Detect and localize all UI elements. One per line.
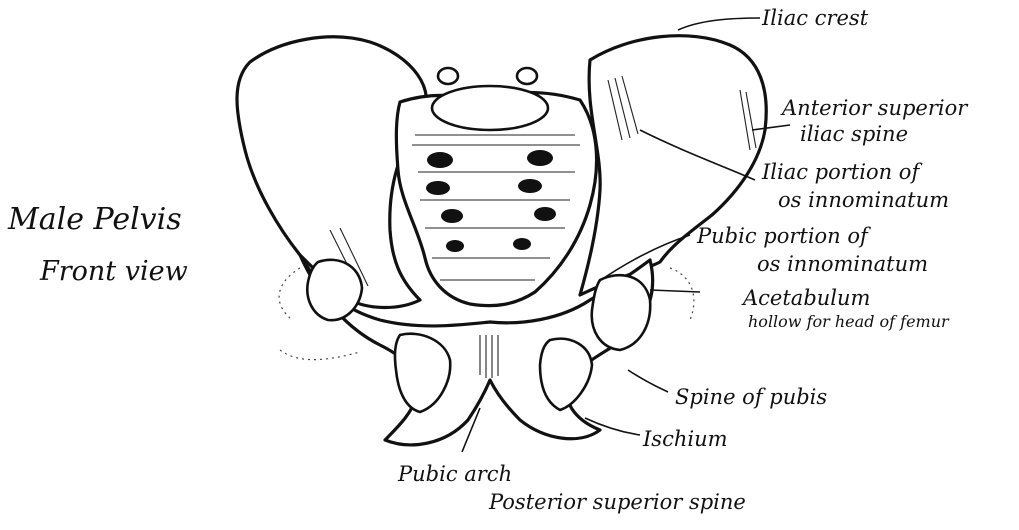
right-obturator-foramen (540, 339, 592, 410)
sacral-foramen-l1 (427, 152, 453, 168)
sacral-foramen-l2 (426, 181, 450, 195)
leader-spine-of-pubis (628, 370, 668, 392)
right-acetabulum (592, 275, 650, 350)
label-ischium: Ischium (643, 429, 728, 450)
sacral-foramen-l4 (446, 240, 464, 252)
right-femur-outline (670, 268, 694, 320)
right-sacral-process (517, 68, 537, 84)
label-acetabulum-note: hollow for head of femur (748, 314, 949, 330)
sacral-foramen-r3 (534, 207, 556, 221)
label-anterior-superior-1: Anterior superior (782, 98, 967, 119)
label-spine-of-pubis: Spine of pubis (675, 387, 827, 408)
label-acetabulum: Acetabulum (743, 288, 870, 309)
leader-iliac-crest (678, 18, 760, 30)
sacral-promontory (432, 86, 548, 130)
diagram-title-line1: Male Pelvis (8, 205, 182, 235)
sacral-foramen-l3 (441, 209, 463, 223)
sacral-foramen-r4 (513, 238, 531, 250)
label-iliac-crest: Iliac crest (762, 8, 868, 29)
sacral-foramen-r1 (527, 150, 553, 166)
label-pubic-arch: Pubic arch (398, 464, 512, 485)
label-pubic-portion-1: Pubic portion of (697, 226, 868, 247)
label-posterior-superior-spine: Posterior superior spine (489, 492, 746, 513)
label-pubic-portion-2: os innominatum (757, 254, 928, 275)
label-iliac-portion-1: Iliac portion of (762, 162, 919, 183)
right-ilium (580, 36, 766, 295)
diagram-title-line2: Front view (40, 258, 188, 285)
sacral-foramen-r2 (518, 179, 542, 193)
left-sacral-process (438, 68, 458, 84)
label-anterior-superior-2: iliac spine (800, 124, 908, 145)
label-iliac-portion-2: os innominatum (778, 190, 949, 211)
leader-acetabulum (650, 290, 700, 292)
